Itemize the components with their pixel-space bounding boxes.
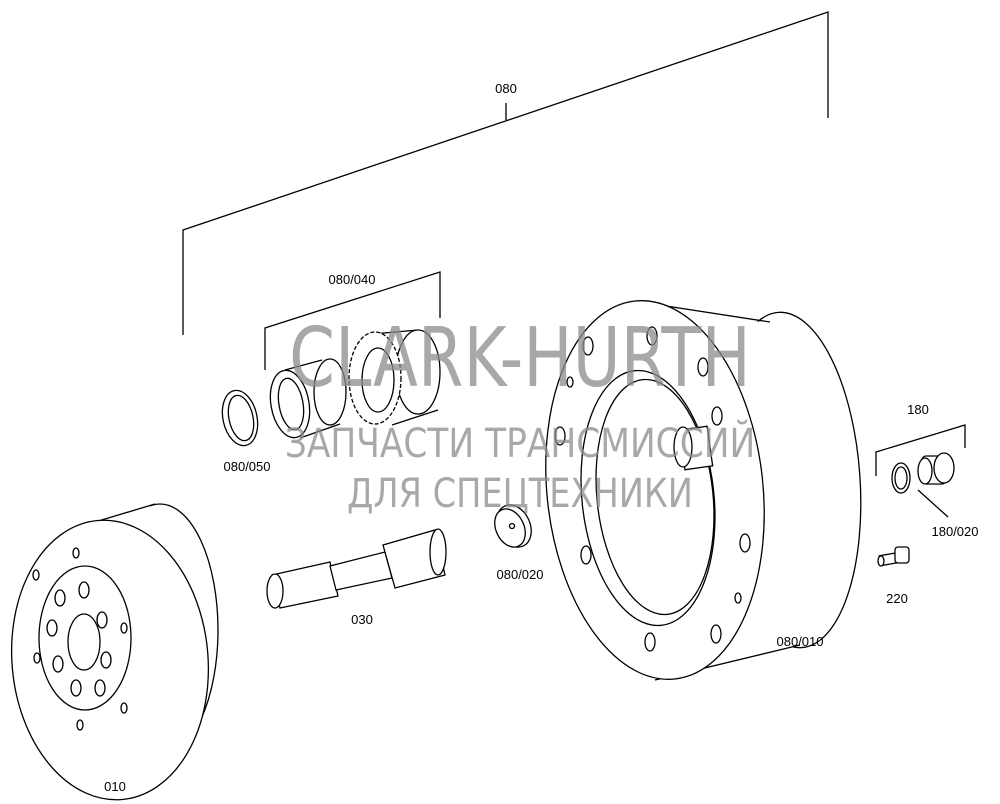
label-080-010: 080/010 [777, 634, 824, 649]
hub-010[interactable] [0, 503, 220, 804]
label-080-040: 080/040 [329, 272, 376, 287]
label-080: 080 [495, 81, 517, 96]
label-080-050: 080/050 [224, 459, 271, 474]
watermark-line-2: ЗАПЧАСТИ ТРАНСМИССИЙ [284, 421, 756, 467]
ring-080-050[interactable] [218, 387, 263, 449]
leader-180-020 [917, 489, 949, 518]
housing-080-010[interactable] [528, 290, 872, 690]
label-080-020: 080/020 [497, 567, 544, 582]
watermark-line-1: CLARK-HURTH [289, 311, 751, 406]
label-180-020: 180/020 [932, 524, 979, 539]
bracket-180 [875, 424, 966, 476]
watermark-line-3: ДЛЯ СПЕЦТЕХНИКИ [347, 471, 693, 517]
bearing-080-040[interactable] [265, 358, 347, 441]
plug-180-020[interactable] [917, 452, 955, 485]
gear-080-040[interactable] [348, 329, 441, 426]
bolt-220[interactable] [877, 546, 910, 567]
label-010: 010 [104, 779, 126, 794]
washer-080-020[interactable] [489, 499, 538, 552]
bracket-080-040 [264, 271, 441, 370]
shaft-030[interactable] [266, 528, 447, 609]
o-ring-180[interactable] [891, 462, 911, 494]
bracket-080 [182, 11, 829, 335]
label-180: 180 [907, 402, 929, 417]
label-030: 030 [351, 612, 373, 627]
label-220: 220 [886, 591, 908, 606]
